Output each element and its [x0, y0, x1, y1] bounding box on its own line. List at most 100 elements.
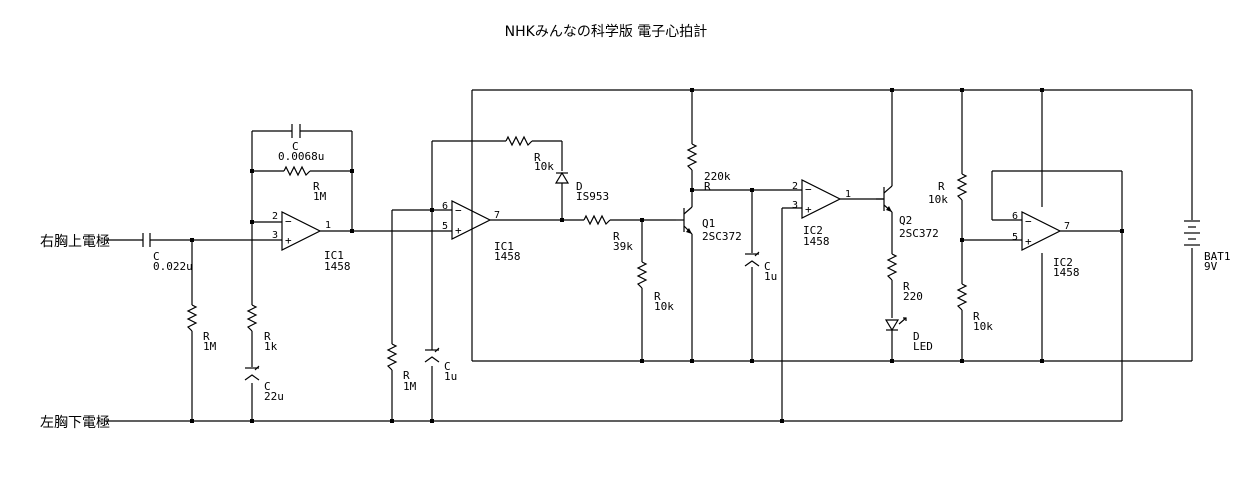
svg-text:−: − [805, 183, 812, 196]
svg-text:R: R [613, 230, 620, 243]
svg-text:10k: 10k [534, 160, 554, 173]
svg-text:22u: 22u [264, 390, 284, 403]
svg-text:+: + [805, 203, 812, 216]
svg-text:R: R [654, 290, 661, 303]
transistor-q1: Q1 2SC372 [676, 206, 742, 243]
port-lower-chest-electrode: 左胸下電極 [40, 415, 110, 431]
svg-text:1M: 1M [203, 340, 217, 353]
diode-is953: D IS953 [554, 171, 609, 203]
svg-text:1458: 1458 [1053, 266, 1080, 279]
svg-text:+: + [285, 234, 292, 247]
resistor-divider-top: R 10k [928, 173, 968, 206]
svg-text:R: R [264, 330, 271, 343]
svg-text:10k: 10k [928, 193, 948, 206]
resistor-220k: 220k R [686, 143, 731, 193]
wires [105, 89, 1193, 422]
opamp-ic1a: − + 2 3 1 IC1 1458 [272, 211, 351, 273]
svg-text:R: R [704, 180, 711, 193]
svg-text:1458: 1458 [324, 260, 351, 273]
schematic-title: NHKみんなの科学版 電子心拍計 [505, 24, 708, 40]
svg-text:1458: 1458 [803, 235, 830, 248]
svg-text:6: 6 [1012, 211, 1018, 222]
svg-text:R: R [973, 310, 980, 323]
svg-text:0.022u: 0.022u [153, 260, 193, 273]
resistor-220: R 220 [886, 253, 923, 303]
transistor-q2: Q2 2SC372 [876, 185, 939, 240]
svg-text:6: 6 [442, 201, 448, 212]
svg-text:10k: 10k [973, 320, 993, 333]
opamp-ic1b: − + 6 5 7 IC1 1458 [442, 200, 521, 263]
svg-text:R: R [403, 369, 410, 382]
svg-text:220k: 220k [704, 170, 731, 183]
svg-text:1: 1 [845, 189, 851, 200]
svg-text:R: R [313, 180, 320, 193]
svg-text:0.0068u: 0.0068u [278, 150, 324, 163]
svg-text:7: 7 [1064, 221, 1070, 232]
resistor-10k-base: R 10k [636, 261, 674, 313]
battery-9v: BAT1 9V [1184, 220, 1231, 273]
svg-text:+: + [455, 224, 462, 237]
svg-text:IS953: IS953 [576, 190, 609, 203]
capacitor-22u: C 22u [244, 365, 284, 403]
svg-text:1u: 1u [444, 370, 457, 383]
svg-text:LED: LED [913, 340, 933, 353]
svg-text:1k: 1k [264, 340, 278, 353]
resistor-39k: R 39k [583, 214, 633, 253]
svg-text:2: 2 [792, 181, 798, 192]
svg-text:R: R [903, 280, 910, 293]
svg-text:−: − [1025, 215, 1032, 228]
svg-text:R: R [938, 180, 945, 193]
svg-text:R: R [203, 330, 210, 343]
svg-text:C: C [444, 360, 451, 373]
svg-text:2SC372: 2SC372 [702, 230, 742, 243]
svg-text:5: 5 [442, 221, 448, 232]
svg-text:D: D [913, 330, 920, 343]
svg-text:7: 7 [494, 210, 500, 221]
svg-text:10k: 10k [654, 300, 674, 313]
svg-text:IC2: IC2 [803, 224, 823, 237]
led: D LED [884, 317, 933, 353]
resistor-10k-feedback: R 10k [505, 135, 554, 173]
svg-text:C: C [153, 250, 160, 263]
capacitor-input: C 0.022u [142, 233, 193, 273]
svg-text:−: − [285, 215, 292, 228]
svg-text:9V: 9V [1204, 260, 1218, 273]
svg-text:C: C [764, 260, 771, 273]
svg-text:1u: 1u [764, 270, 777, 283]
opamp-ic2a: − + 2 3 1 IC2 1458 [792, 179, 851, 248]
svg-text:C: C [264, 380, 271, 393]
svg-text:2: 2 [272, 211, 278, 222]
capacitor-timing-1u: C 1u [744, 251, 777, 283]
resistor-divider-bottom: R 10k [956, 283, 993, 333]
resistor-input-1m: R 1M [186, 304, 217, 353]
opamp-ic2b: − + 6 5 7 IC2 1458 [1012, 211, 1080, 279]
svg-text:Q2: Q2 [899, 214, 912, 227]
svg-text:D: D [576, 180, 583, 193]
capacitor-bias-1u: C 1u [424, 347, 457, 383]
svg-text:IC1: IC1 [324, 249, 344, 262]
svg-text:39k: 39k [613, 240, 633, 253]
svg-text:IC2: IC2 [1053, 256, 1073, 269]
svg-text:220: 220 [903, 290, 923, 303]
resistor-bias-1m: R 1M [386, 343, 417, 393]
resistor-1k: R 1k [246, 304, 278, 353]
svg-text:Q1: Q1 [702, 217, 715, 230]
svg-text:1M: 1M [403, 380, 417, 393]
svg-text:+: + [1025, 235, 1032, 248]
port-upper-chest-electrode: 右胸上電極 [40, 234, 110, 250]
svg-text:R: R [534, 151, 541, 164]
svg-text:3: 3 [792, 200, 798, 211]
resistor-feedback-1m: R 1M [283, 165, 327, 203]
svg-text:1M: 1M [313, 190, 327, 203]
svg-text:1458: 1458 [494, 250, 521, 263]
capacitor-feedback: C 0.0068u [278, 124, 324, 163]
svg-text:5: 5 [1012, 232, 1018, 243]
svg-text:IC1: IC1 [494, 240, 514, 253]
svg-text:C: C [292, 140, 299, 153]
svg-text:−: − [455, 204, 462, 217]
svg-text:2SC372: 2SC372 [899, 227, 939, 240]
svg-text:1: 1 [325, 220, 331, 231]
svg-text:3: 3 [272, 230, 278, 241]
junction-dots [190, 88, 1124, 423]
